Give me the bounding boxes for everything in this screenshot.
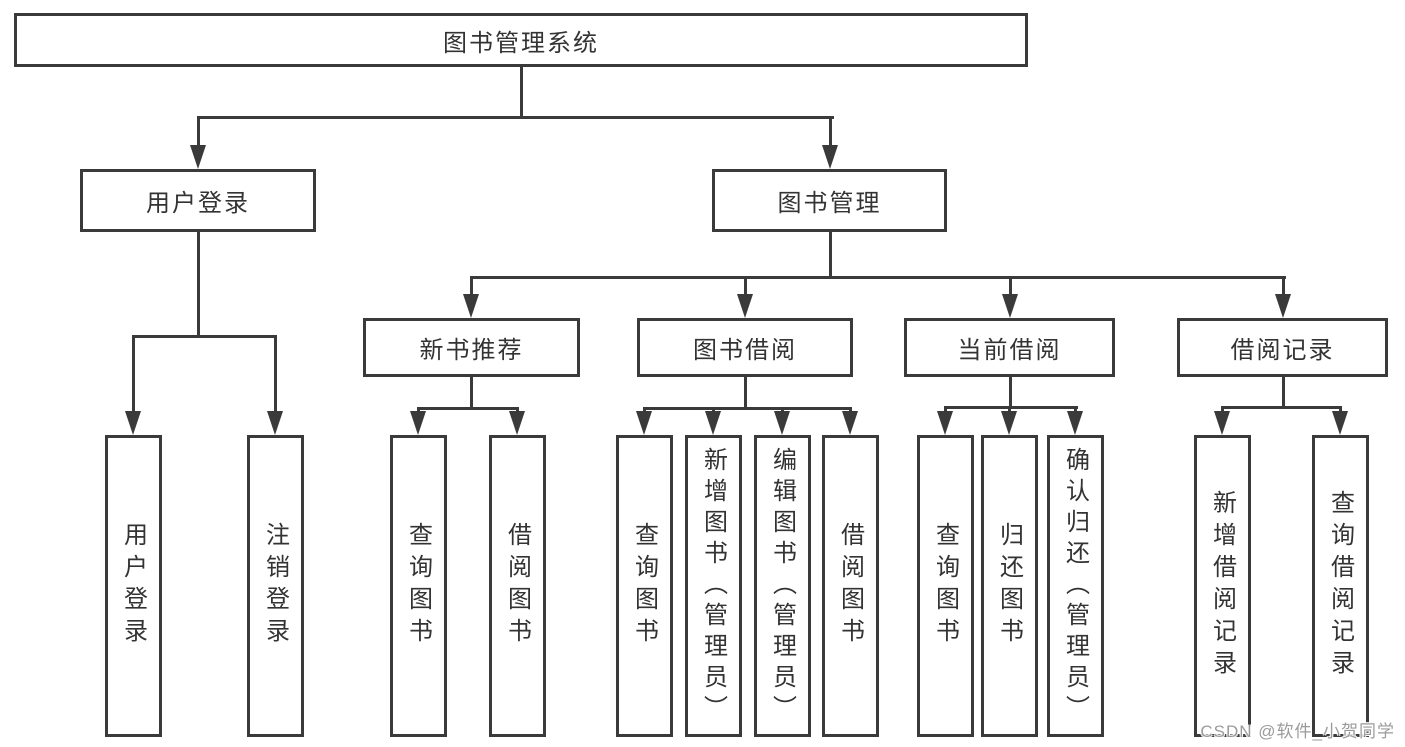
node-user-login: 用户登录 <box>80 169 316 232</box>
arrowhead-down <box>410 411 426 435</box>
connector-line <box>828 117 832 150</box>
arrowhead-down <box>774 411 790 435</box>
connector-line <box>1220 405 1342 409</box>
connector-line <box>828 232 832 277</box>
leaf-confirm-return-admin: 确认归还（管理员） <box>1046 435 1104 737</box>
leaf-query-book-3: 查询图书 <box>916 435 974 737</box>
arrowhead-down <box>822 145 838 169</box>
connector-line <box>416 406 519 410</box>
leaf-user-login: 用户登录 <box>104 435 162 737</box>
connector-line <box>642 406 852 410</box>
connector-line <box>1008 377 1012 407</box>
arrowhead-down <box>509 411 525 435</box>
arrowhead-down <box>267 411 283 435</box>
arrowhead-down <box>125 411 141 435</box>
connector-line <box>743 277 747 297</box>
connector-line <box>1281 377 1285 407</box>
connector-line <box>469 277 473 297</box>
arrowhead-down <box>1002 294 1018 318</box>
node-borrow-records: 借阅记录 <box>1177 318 1388 377</box>
connector-line <box>469 275 1286 279</box>
connector-line <box>1281 277 1285 297</box>
leaf-query-borrow-record: 查询借阅记录 <box>1311 435 1369 737</box>
leaf-return-book: 归还图书 <box>980 435 1038 737</box>
connector-line <box>519 67 523 117</box>
connector-line <box>131 334 277 338</box>
leaf-logout: 注销登录 <box>246 435 304 737</box>
arrowhead-down <box>636 411 652 435</box>
connector-line <box>469 377 473 408</box>
arrowhead-down <box>705 411 721 435</box>
connector-line <box>196 115 834 119</box>
node-root: 图书管理系统 <box>14 13 1028 67</box>
arrowhead-down <box>1332 411 1348 435</box>
arrowhead-down <box>1214 411 1230 435</box>
leaf-borrow-book-2: 借阅图书 <box>821 435 879 737</box>
connector-line <box>943 405 1078 409</box>
arrowhead-down <box>463 294 479 318</box>
arrowhead-down <box>1067 411 1083 435</box>
arrowhead-down <box>1275 294 1291 318</box>
node-book-borrow: 图书借阅 <box>637 318 853 377</box>
leaf-add-book-admin: 新增图书（管理员） <box>684 435 742 737</box>
connector-line <box>743 377 747 408</box>
leaf-borrow-book-1: 借阅图书 <box>488 435 546 737</box>
connector-line <box>1008 277 1012 297</box>
arrowhead-down <box>842 411 858 435</box>
connector-line <box>273 336 277 414</box>
connector-line <box>131 336 135 414</box>
leaf-add-borrow-record: 新增借阅记录 <box>1193 435 1251 737</box>
arrowhead-down <box>1001 411 1017 435</box>
connector-line <box>196 117 200 150</box>
node-current-borrow: 当前借阅 <box>904 318 1115 377</box>
watermark: CSDN @软件_小贺同学 <box>1200 722 1395 741</box>
arrowhead-down <box>937 411 953 435</box>
node-new-book-recommend: 新书推荐 <box>363 318 580 377</box>
arrowhead-down <box>190 145 206 169</box>
connector-line <box>196 232 200 336</box>
node-book-management: 图书管理 <box>712 169 947 232</box>
leaf-edit-book-admin: 编辑图书（管理员） <box>753 435 811 737</box>
leaf-query-book-1: 查询图书 <box>389 435 447 737</box>
arrowhead-down <box>737 294 753 318</box>
leaf-query-book-2: 查询图书 <box>615 435 673 737</box>
